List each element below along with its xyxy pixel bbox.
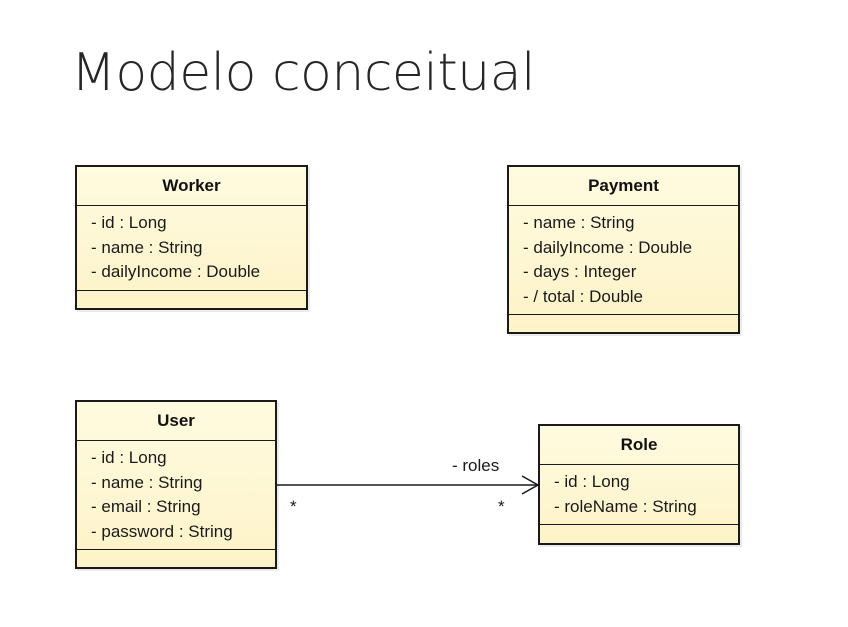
attribute: - email : String bbox=[91, 497, 201, 516]
attribute: - name : String bbox=[523, 213, 635, 232]
arrowhead-icon bbox=[521, 475, 540, 495]
association-role-label: - roles bbox=[452, 456, 500, 475]
attribute-compartment: - id : Long - name : String - email : St… bbox=[77, 441, 275, 550]
user-class: User - id : Long - name : String - email… bbox=[75, 400, 277, 569]
payment-class: Payment - name : String - dailyIncome : … bbox=[507, 165, 740, 334]
method-compartment bbox=[540, 525, 738, 541]
attribute: - id : Long bbox=[554, 472, 630, 491]
attribute-compartment: - id : Long - roleName : String bbox=[540, 465, 738, 525]
slide-title: Modelo conceitual bbox=[71, 43, 536, 103]
attribute-compartment: - id : Long - name : String - dailyIncom… bbox=[77, 206, 306, 291]
attribute: - dailyIncome : Double bbox=[91, 262, 261, 281]
method-compartment bbox=[77, 291, 306, 307]
target-multiplicity: * bbox=[498, 497, 505, 516]
attribute: - name : String bbox=[91, 472, 203, 492]
attribute: - password : String bbox=[91, 521, 233, 541]
attribute: - roleName : String bbox=[554, 496, 697, 516]
class-name: User bbox=[77, 402, 275, 441]
source-multiplicity: * bbox=[290, 497, 297, 516]
attribute-compartment: - name : String - dailyIncome : Double -… bbox=[509, 206, 738, 315]
attribute: - name : String bbox=[91, 237, 203, 257]
role-class: Role - id : Long - roleName : String bbox=[538, 424, 740, 545]
attribute: - / total : Double bbox=[523, 286, 644, 306]
class-name: Role bbox=[540, 426, 738, 465]
worker-class: Worker - id : Long - name : String - dai… bbox=[75, 165, 308, 310]
attribute: - dailyIncome : Double bbox=[523, 237, 693, 257]
attribute: - id : Long bbox=[91, 448, 167, 467]
class-name: Payment bbox=[509, 167, 738, 206]
attribute: - days : Integer bbox=[523, 262, 637, 281]
method-compartment bbox=[77, 550, 275, 566]
attribute: - id : Long bbox=[91, 213, 167, 232]
class-name: Worker bbox=[77, 167, 306, 206]
method-compartment bbox=[509, 315, 738, 331]
